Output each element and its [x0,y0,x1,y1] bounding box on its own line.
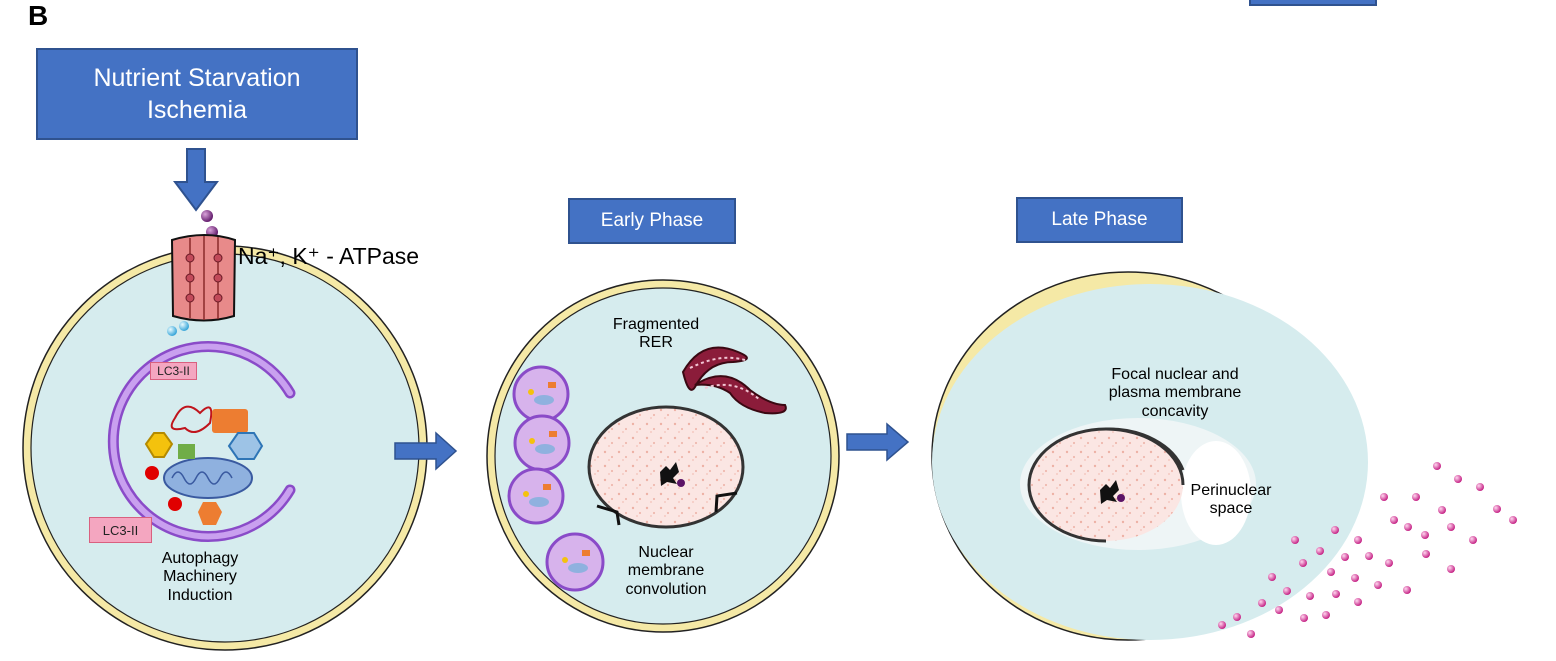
nuclear-membrane-line-2: membrane [627,562,705,580]
nuclear-membrane-line-3: convolution [625,580,707,598]
concavity-line-1: Focal nuclear and [1111,366,1239,383]
autophagy-caption-line-2: Machinery [163,568,237,586]
fragmented-rer-icon [681,346,787,415]
autophagy-cargo [144,405,264,525]
rer-label-line-1: Fragmented [612,316,700,333]
right-arrow-icon-2 [846,422,910,462]
lc3-tag-top: LC3-II [150,362,197,380]
autophagy-caption: Autophagy Machinery Induction [140,550,260,605]
stimulus-box: Nutrient Starvation Ischemia [36,48,358,140]
atpase-pump-icon [167,210,237,336]
rer-label: Fragmented RER [596,316,716,353]
down-arrow-icon [173,148,219,212]
autophagosome-vesicles [507,365,605,592]
mitochondrion-icon [163,457,253,499]
perinuclear-line-2: space [1209,500,1253,518]
nuclear-membrane-label: Nuclear membrane convolution [606,544,726,599]
autophagy-caption-line-1: Autophagy [161,550,239,567]
perinuclear-line-1: Perinuclear [1190,482,1272,499]
right-arrow-icon-1 [394,431,458,471]
late-phase-label: Late Phase [1051,209,1148,230]
phagophore-icon [107,341,296,542]
early-phase-label: Early Phase [600,210,704,231]
released-particles [1218,462,1517,638]
nucleus-late [1027,427,1185,543]
panel-letter: B [28,0,49,31]
clipped-header-box [1249,0,1377,6]
atpase-label: Na⁺, K⁺ - ATPase [238,243,420,269]
late-phase-header: Late Phase [1016,197,1183,243]
stimulus-line-2: Ischemia [146,96,248,124]
nuclear-membrane-line-1: Nuclear [638,544,694,561]
nucleus-convoluted [587,405,745,529]
rer-label-line-2: RER [639,334,673,352]
stimulus-line-1: Nutrient Starvation [93,63,301,92]
autophagy-caption-line-3: Induction [167,586,233,604]
lc3-tag-bottom: LC3-II [89,517,152,543]
concavity-line-3: concavity [1141,402,1209,420]
perinuclear-space-label: Perinuclear space [1176,482,1286,519]
concavity-line-2: plasma membrane [1108,384,1242,402]
concavity-label: Focal nuclear and plasma membrane concav… [1100,366,1250,421]
early-phase-header: Early Phase [568,198,736,244]
